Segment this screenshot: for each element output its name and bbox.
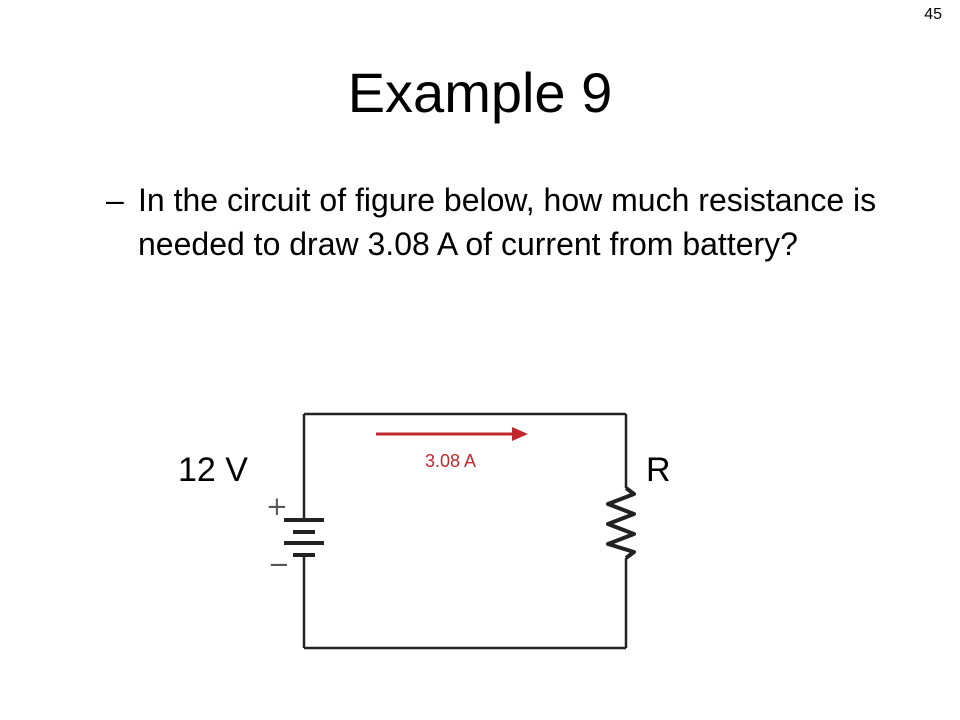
resistor-label: R [646,451,671,489]
current-arrow [376,427,528,441]
slide-title: Example 9 [347,61,613,124]
resistor-symbol [606,486,636,560]
battery-plus-sign: + [266,492,288,522]
bullet-text: In the circuit of figure below, how much… [138,182,877,262]
battery-symbol [284,518,324,557]
bullet-marker: – [106,182,124,218]
current-arrow-head [512,427,528,441]
battery-minus-sign: − [268,550,290,580]
voltage-label: 12 V [178,451,248,489]
bullet-item: – In the circuit of figure below, how mu… [106,178,906,266]
current-label: 3.08 A [425,451,477,471]
resistor-zigzag [606,486,636,560]
page-number: 45 [924,6,942,23]
circuit-wires [302,412,628,650]
